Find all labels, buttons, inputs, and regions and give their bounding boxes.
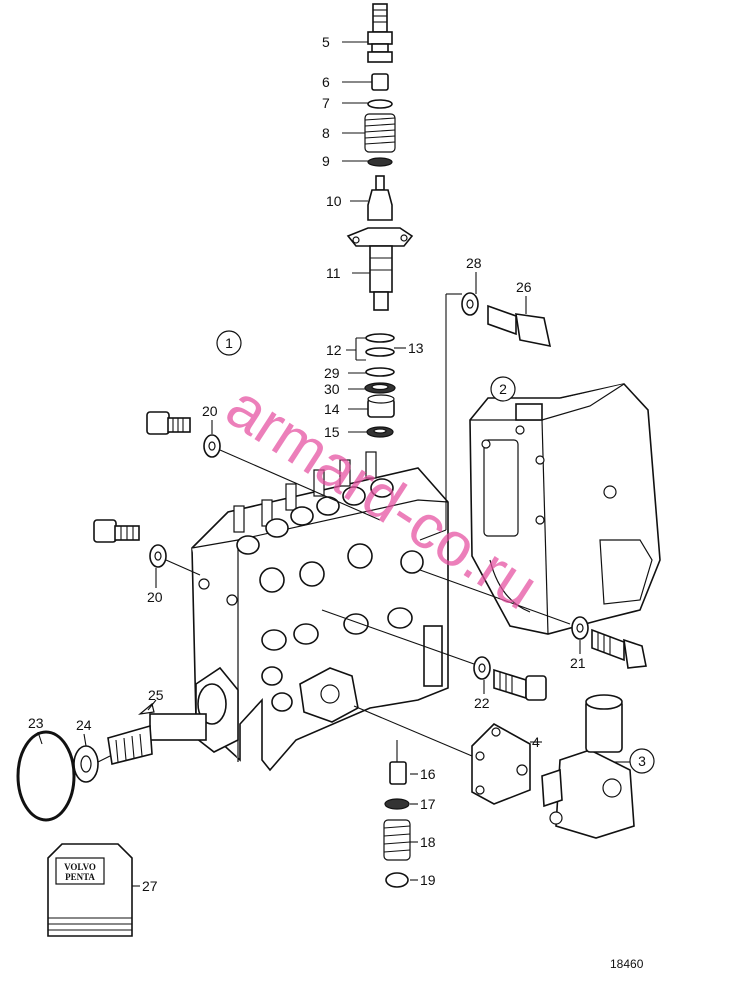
label-23: 23: [28, 715, 44, 731]
label-30: 30: [324, 381, 340, 397]
label-25: 25: [148, 687, 164, 703]
label-29: 29: [324, 365, 340, 381]
manual-logo-line1: VOLVO: [64, 862, 96, 872]
label-4: 4: [532, 734, 540, 750]
circled-labels: 1 2 3: [216, 330, 655, 774]
label-19: 19: [420, 872, 436, 888]
label-5: 5: [322, 34, 330, 50]
label-3: 3: [638, 753, 646, 769]
pump-cover: [321, 292, 661, 701]
shaft-washer: [73, 745, 111, 783]
seal-ring: [16, 730, 76, 822]
label-26: 26: [516, 279, 532, 295]
label-28: 28: [466, 255, 482, 271]
label-8: 8: [322, 125, 330, 141]
label-22: 22: [474, 695, 490, 711]
label-13: 13: [408, 340, 424, 356]
label-24: 24: [76, 717, 92, 733]
label-15: 15: [324, 424, 340, 440]
label-11: 11: [326, 265, 341, 281]
label-27: 27: [142, 878, 158, 894]
manual-logo-line2: PENTA: [65, 872, 95, 882]
label-1: 1: [225, 335, 233, 351]
feed-pump: [353, 694, 635, 839]
label-21: 21: [570, 655, 586, 671]
label-14: 14: [324, 401, 340, 417]
label-7: 7: [322, 95, 330, 111]
label-6: 6: [322, 74, 330, 90]
delivery-valve-stack: [346, 3, 414, 438]
label-16: 16: [420, 766, 436, 782]
document-number: 18460: [610, 957, 644, 971]
label-9: 9: [322, 153, 330, 169]
pump-housing: [93, 411, 449, 888]
label-10: 10: [326, 193, 342, 209]
label-12: 12: [326, 342, 342, 358]
callout-labels: 5 6 7 8 9 10 11 12 13 29 30 14 15 16 17 …: [28, 34, 586, 894]
instruction-book: VOLVO PENTA: [47, 843, 133, 937]
label-17: 17: [420, 796, 436, 812]
callout-leaders: [37, 41, 630, 887]
label-18: 18: [420, 834, 436, 850]
label-20-upper: 20: [202, 403, 218, 419]
label-20-lower: 20: [147, 589, 163, 605]
label-2: 2: [499, 381, 507, 397]
